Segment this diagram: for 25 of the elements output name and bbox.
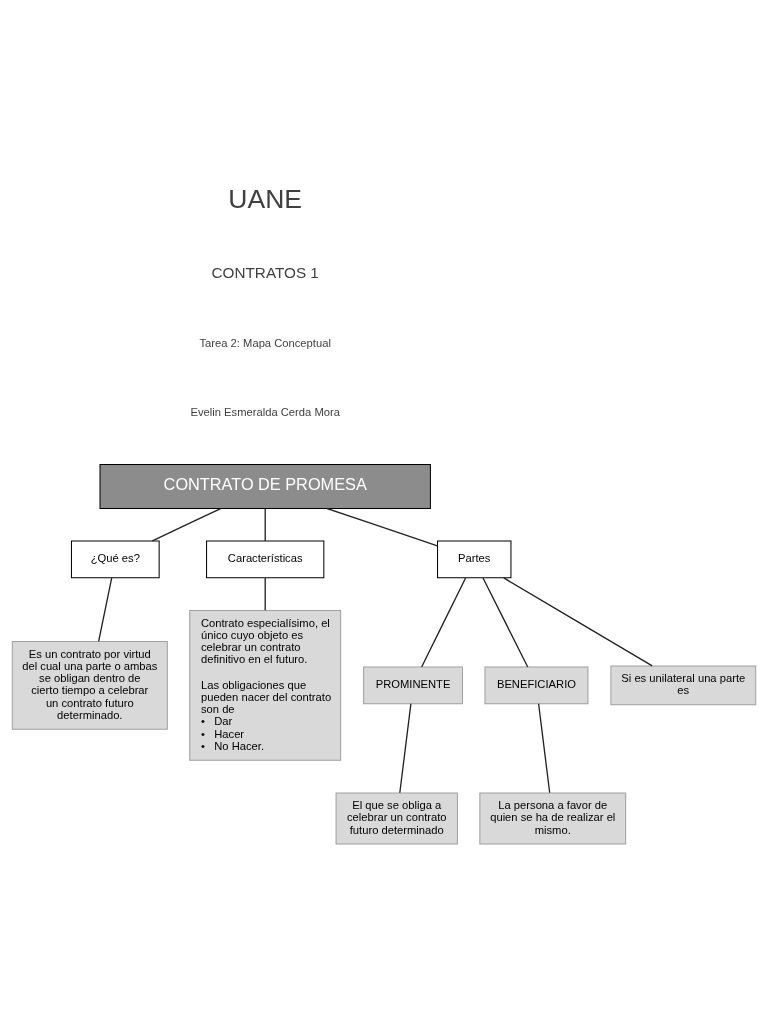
node-box: El que se obliga a celebrar un contrato futuro determinado [335, 792, 458, 845]
connector [264, 577, 266, 611]
label: UANE [228, 184, 303, 215]
node-box: Es un contrato por virtud del cual una parte o ambas se obligan dentro de cierto tiempo a celebrar un contrato futuro determinado. [11, 641, 168, 730]
node-box: Contrato especialísimo, el único cuyo objeto es celebrar un contrato definitivo en el futuro. Las obligaciones que pueden nacer del contrato son de • Dar • Hacer • No Hacer. [189, 609, 342, 761]
node-box: Características [206, 540, 325, 579]
connector [503, 577, 653, 667]
connector [399, 703, 412, 794]
label: Evelin Esmeralda Cerda Mora [190, 406, 340, 419]
node-box: BENEFICIARIO [484, 666, 589, 705]
connector [537, 703, 551, 794]
label: Tarea 2: Mapa Conceptual [199, 337, 331, 350]
connector [264, 508, 266, 542]
connector [421, 577, 467, 668]
node-box: CONTRATO DE PROMESA [99, 464, 431, 509]
connector [326, 507, 439, 547]
node-box: PROMINENTE [363, 666, 464, 705]
connector [98, 577, 113, 642]
connector [151, 507, 222, 542]
node-box: Partes [437, 540, 512, 579]
label: CONTRATOS 1 [211, 264, 319, 282]
connector [482, 577, 529, 668]
node-box: Si es unilateral una parte es [610, 665, 757, 706]
node-box: ¿Qué es? [70, 540, 160, 579]
node-box: La persona a favor de quien se ha de realizar el mismo. [479, 792, 627, 845]
